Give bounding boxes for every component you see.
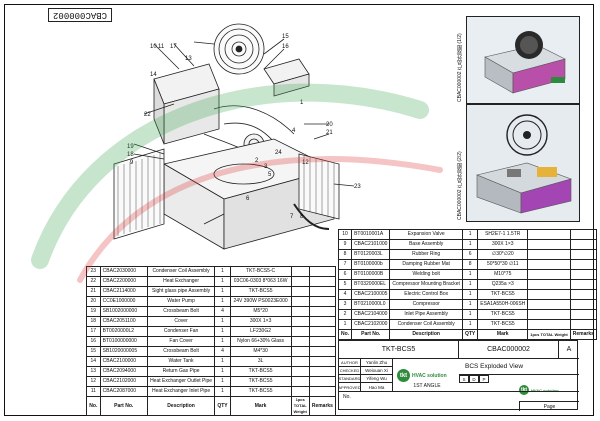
role-name: Weixuan Xi [361, 367, 393, 375]
callout-16: 16 [282, 44, 289, 50]
title-doc-number: CBAC000002 [459, 341, 559, 359]
role-label: AUTHOR [339, 359, 361, 367]
callout-8: 8 [300, 214, 304, 220]
callout-17: 17 [170, 44, 177, 50]
brand-logo-text: HVAC solution [412, 372, 447, 379]
callout-9: 9 [130, 160, 134, 166]
role-label: STANDARD [338, 375, 361, 383]
angle-label: 1ST ANGLE [413, 383, 441, 389]
callout-4: 4 [292, 128, 296, 134]
role-name: Yifeng Wu [361, 375, 393, 383]
photo-top-label: CBAC000002 产品外观图 (1/2) [457, 33, 463, 102]
role-name: Hao Ma [361, 383, 393, 391]
callout-15: 15 [282, 34, 289, 40]
brand-logo-text: HVAC solution [531, 387, 559, 393]
mark-box: S [459, 375, 469, 383]
role-label: CHECKED [339, 367, 361, 375]
drawing-title: BCS Exploded View [459, 359, 579, 375]
callout-24: 24 [275, 150, 282, 156]
callout-6: 6 [246, 196, 250, 202]
brand-logo-secondary: tkt HVAC solution [519, 385, 559, 395]
callout-18: 18 [127, 152, 134, 158]
outer-frame [4, 4, 594, 416]
callout-14: 14 [150, 72, 157, 78]
callout-13: 13 [185, 56, 192, 62]
exploded-view-drawing [113, 23, 355, 250]
photo-bottom-label: CBAC000002 产品外观图 (2/2) [457, 151, 463, 220]
callout-3: 3 [264, 164, 268, 170]
callout-19: 19 [127, 144, 134, 150]
brand-logo: tkt HVAC solution [397, 369, 447, 382]
brand-logo-mark: tkt [397, 369, 410, 382]
title-revision: A [559, 341, 579, 359]
page-label: Page [519, 401, 579, 411]
mark-box: D [469, 375, 479, 383]
brand-logo-mark: tkt [519, 385, 529, 395]
role-name: Yanlin Zhu [361, 359, 393, 367]
product-photo-bottom [466, 104, 580, 222]
callout-7: 7 [290, 214, 294, 220]
callout-11: 11 [158, 44, 165, 50]
scale-label: No. [339, 391, 579, 401]
callout-21: 21 [326, 130, 333, 136]
callout-10: 10 [150, 44, 157, 50]
callout-12: 12 [302, 160, 309, 166]
callout-1: 1 [300, 100, 304, 106]
callout-5: 5 [268, 172, 272, 178]
callout-23: 23 [354, 184, 361, 190]
callout-2: 2 [255, 158, 259, 164]
title-model: TKT-BCS5 [339, 341, 459, 359]
product-photo-top [466, 16, 580, 104]
title-block: TKT-BCS5 CBAC000002 A AUTHOR Yanlin Zhu … [338, 340, 579, 411]
role-label: APPROVED [338, 383, 361, 391]
callout-22: 22 [144, 112, 151, 118]
mark-box: P [479, 375, 489, 383]
callout-20: 20 [326, 122, 333, 128]
